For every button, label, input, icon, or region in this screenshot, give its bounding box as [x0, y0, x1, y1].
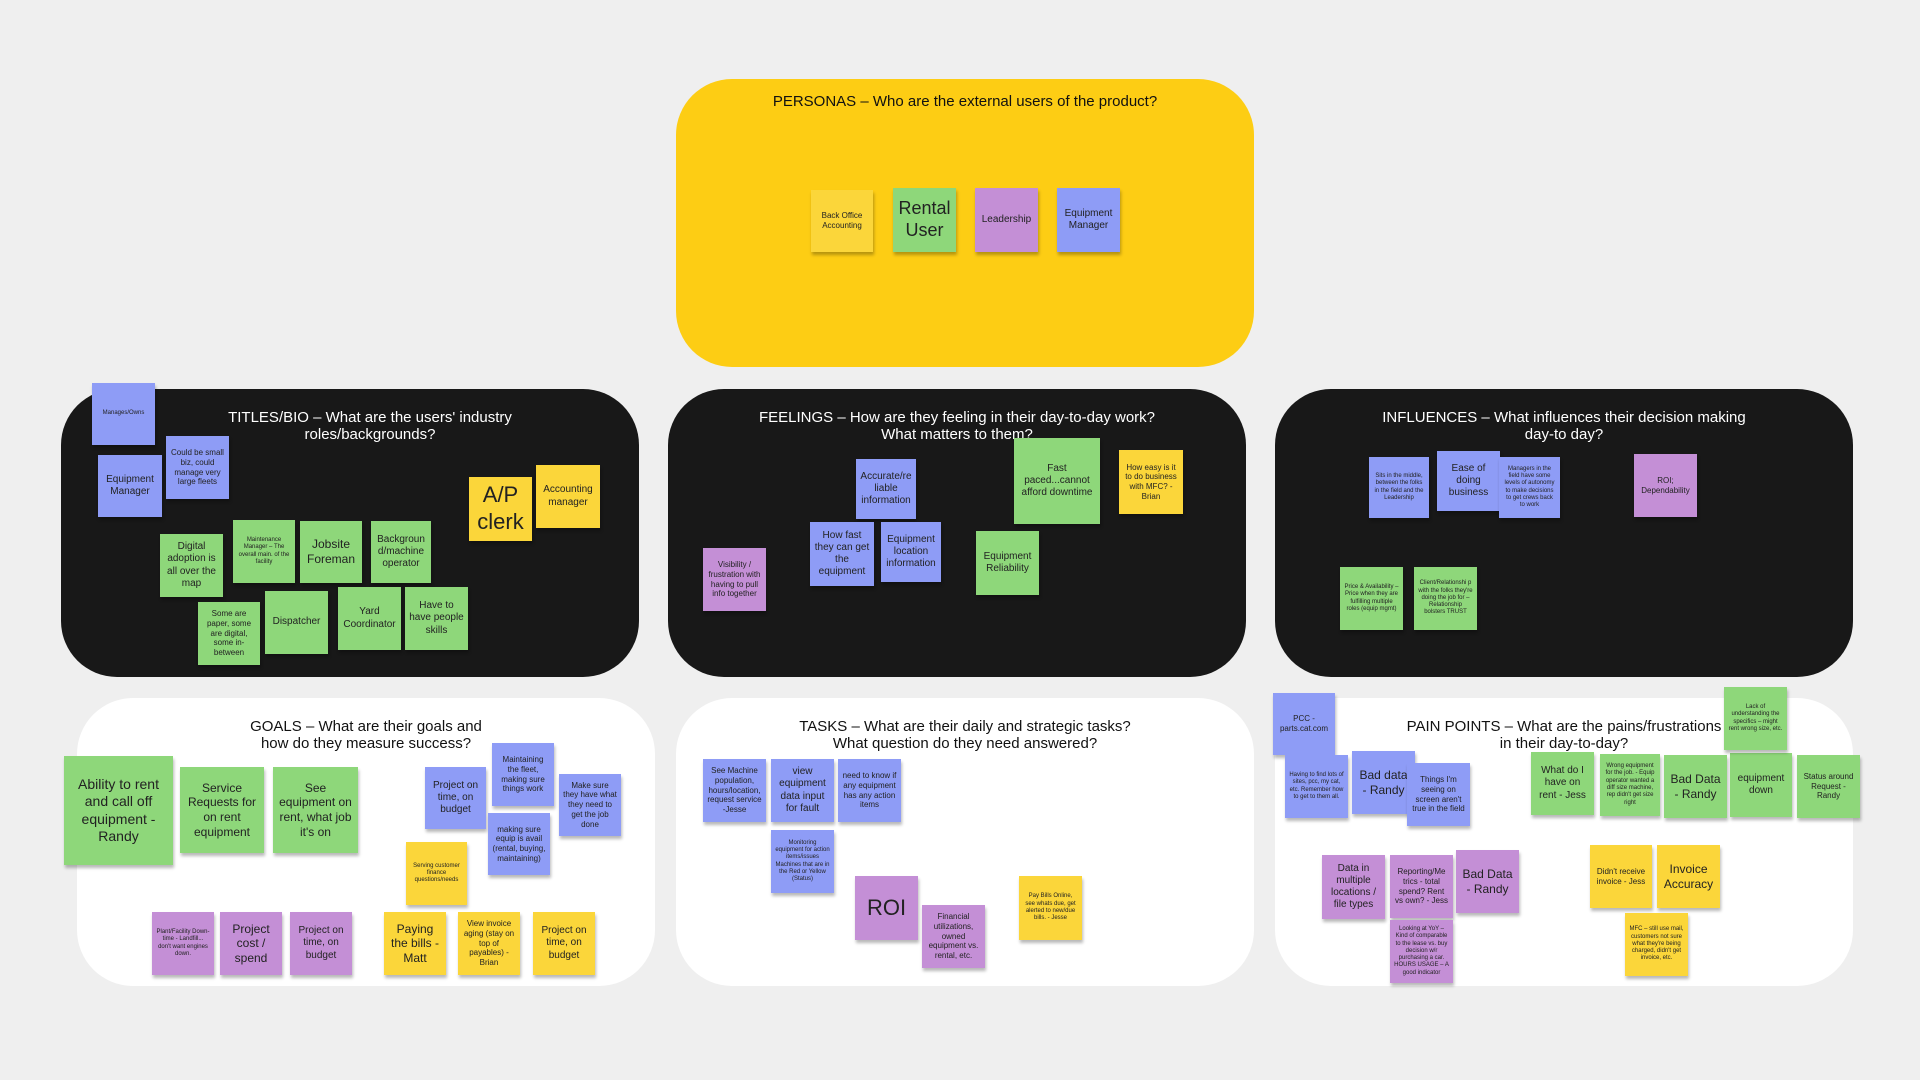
sticky-note[interactable]: Data in multiple locations / file types: [1322, 855, 1385, 919]
sticky-note[interactable]: Project cost / spend: [220, 912, 282, 975]
sticky-note[interactable]: MFC – still use mail, customers not sure…: [1625, 913, 1688, 976]
titles-bio-title: TITLES/BIO – What are the users' industr…: [228, 409, 512, 443]
tasks-title: TASKS – What are their daily and strateg…: [799, 718, 1131, 752]
sticky-note[interactable]: Accounting manager: [536, 465, 600, 528]
sticky-note[interactable]: Leadership: [975, 188, 1038, 252]
sticky-note[interactable]: Sits in the middle, between the folks in…: [1369, 457, 1429, 518]
sticky-note[interactable]: Digital adoption is all over the map: [160, 534, 223, 597]
sticky-note[interactable]: Service Requests for on rent equipment: [180, 767, 264, 853]
sticky-note[interactable]: Client/Relationshi p with the folks they…: [1414, 567, 1477, 630]
sticky-note[interactable]: Equipment Reliability: [976, 531, 1039, 595]
sticky-note[interactable]: Reporting/Me trics - total spend? Rent v…: [1390, 855, 1453, 918]
sticky-note[interactable]: Accurate/re liable information: [856, 459, 916, 519]
sticky-note[interactable]: Bad Data - Randy: [1456, 850, 1519, 913]
feelings-title: FEELINGS – How are they feeling in their…: [758, 409, 1155, 443]
sticky-note[interactable]: Things I'm seeing on screen aren't true …: [1407, 763, 1470, 826]
sticky-note[interactable]: ROI; Dependability: [1634, 454, 1697, 517]
sticky-note[interactable]: How easy is it to do business with MFC? …: [1119, 450, 1183, 514]
sticky-note[interactable]: Paying the bills -Matt: [384, 912, 446, 975]
influences-panel[interactable]: INFLUENCES – What influences their decis…: [1275, 389, 1853, 677]
sticky-note[interactable]: Didn't receive invoice - Jess: [1590, 845, 1652, 908]
sticky-note[interactable]: Project on time, on budget: [290, 912, 352, 975]
sticky-note[interactable]: Ease of doing business: [1437, 451, 1500, 511]
sticky-note[interactable]: Having to find lots of sites, pcc, my ca…: [1285, 755, 1348, 818]
sticky-note[interactable]: Pay Bills Online, see whats due, get ale…: [1019, 876, 1082, 940]
sticky-note[interactable]: need to know if any equipment has any ac…: [838, 759, 901, 822]
sticky-note[interactable]: What do I have on rent - Jess: [1531, 752, 1594, 815]
personas-title: PERSONAS – Who are the external users of…: [772, 93, 1158, 110]
sticky-note[interactable]: A/P clerk: [469, 477, 532, 541]
sticky-note[interactable]: Yard Coordinator: [338, 587, 401, 650]
sticky-note[interactable]: Equipment Manager: [1057, 188, 1120, 252]
goals-title: GOALS – What are their goals and how do …: [250, 718, 482, 752]
sticky-note[interactable]: Maintenance Manager – The overall main. …: [233, 520, 295, 583]
sticky-note[interactable]: Financial utilizations, owned equipment …: [922, 905, 985, 968]
sticky-note[interactable]: Wrong equipment for the job. - Equip ope…: [1600, 754, 1660, 816]
sticky-note[interactable]: Invoice Accuracy: [1657, 845, 1720, 908]
sticky-note[interactable]: View invoice aging (stay on top of payab…: [458, 912, 520, 975]
sticky-note[interactable]: Jobsite Foreman: [300, 521, 362, 583]
feelings-panel[interactable]: FEELINGS – How are they feeling in their…: [668, 389, 1246, 677]
sticky-note[interactable]: Ability to rent and call off equipment -…: [64, 756, 173, 865]
pain-points-title: PAIN POINTS – What are the pains/frustra…: [1406, 718, 1722, 752]
sticky-note[interactable]: Serving customer finance questions/needs: [406, 842, 467, 905]
sticky-note[interactable]: Manages/Owns: [92, 383, 155, 445]
sticky-note[interactable]: Dispatcher: [265, 591, 328, 654]
sticky-note[interactable]: See equipment on rent, what job it's on: [273, 767, 358, 853]
sticky-note[interactable]: Lack of understanding the specifics – mi…: [1724, 687, 1787, 750]
sticky-note[interactable]: Monitoring equipment for action items/is…: [771, 830, 834, 893]
sticky-note[interactable]: Bad data - Randy: [1352, 751, 1415, 814]
sticky-note[interactable]: Rental User: [893, 188, 956, 252]
sticky-note[interactable]: Bad Data - Randy: [1664, 755, 1727, 818]
sticky-note[interactable]: equipment down: [1730, 753, 1792, 817]
sticky-note[interactable]: Price & Availability – Price when they a…: [1340, 567, 1403, 630]
sticky-note[interactable]: Could be small biz, could manage very la…: [166, 436, 229, 499]
sticky-note[interactable]: How fast they can get the equipment: [810, 522, 874, 586]
sticky-note[interactable]: Backgroun d/machine operator: [371, 521, 431, 583]
sticky-note[interactable]: Looking at YoY – Kind of comparable to t…: [1390, 920, 1453, 983]
sticky-note[interactable]: Equipment Manager: [98, 455, 162, 517]
sticky-note[interactable]: Make sure they have what they need to ge…: [559, 774, 621, 836]
sticky-note[interactable]: making sure equip is avail (rental, buyi…: [488, 813, 550, 875]
sticky-note[interactable]: Plant/Facility Down-time - Landfill... d…: [152, 912, 214, 975]
sticky-note[interactable]: Back Office Accounting: [811, 190, 873, 252]
sticky-note[interactable]: Equipment location information: [881, 522, 941, 582]
sticky-note[interactable]: Project on time, on budget: [533, 912, 595, 975]
sticky-note[interactable]: Some are paper, some are digital, some i…: [198, 602, 260, 665]
sticky-note[interactable]: PCC - parts.cat.com: [1273, 693, 1335, 755]
sticky-note[interactable]: Fast paced...cannot afford downtime: [1014, 438, 1100, 524]
sticky-note[interactable]: ROI: [855, 876, 918, 940]
influences-title: INFLUENCES – What influences their decis…: [1382, 409, 1746, 443]
sticky-note[interactable]: view equipment data input for fault: [771, 759, 834, 822]
sticky-note[interactable]: Project on time, on budget: [425, 767, 486, 829]
personas-panel[interactable]: PERSONAS – Who are the external users of…: [676, 79, 1254, 367]
sticky-note[interactable]: Managers in the field have some levels o…: [1499, 457, 1560, 518]
sticky-note[interactable]: Status around Request - Randy: [1797, 755, 1860, 818]
sticky-note[interactable]: See Machine population, hours/location, …: [703, 759, 766, 822]
sticky-note[interactable]: Have to have people skills: [405, 587, 468, 650]
sticky-note[interactable]: Visibility / frustration with having to …: [703, 548, 766, 611]
sticky-note[interactable]: Maintaining the fleet, making sure thing…: [492, 743, 554, 806]
